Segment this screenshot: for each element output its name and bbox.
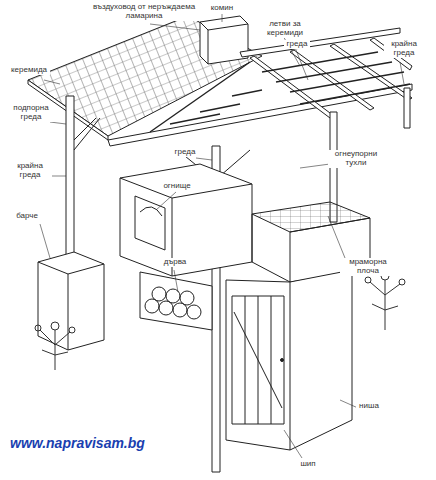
front-beam <box>108 84 412 146</box>
part-label: керемида <box>8 66 50 75</box>
part-label: летви за керемиди <box>262 20 308 38</box>
part-label: въздуховод от неръждаема ламарина <box>84 3 204 21</box>
part-label: огнище <box>160 182 194 191</box>
door <box>232 296 284 424</box>
part-label: огнеупорни тухли <box>328 150 384 168</box>
part-label: ниша <box>356 402 382 411</box>
bar <box>38 252 104 350</box>
part-label: крайна греда <box>8 162 52 180</box>
leader-lines <box>40 14 404 458</box>
firewood <box>145 287 201 319</box>
cabinet <box>226 270 352 450</box>
part-label: крайна греда <box>384 40 424 58</box>
part-label: барче <box>10 212 44 221</box>
marble-slab <box>252 202 370 232</box>
posts <box>66 88 410 472</box>
part-label: подпорна греда <box>8 104 54 122</box>
part-label: комин <box>205 4 239 13</box>
part-label: греда <box>172 148 198 157</box>
firebox <box>135 196 165 250</box>
part-label: греда <box>284 40 310 49</box>
plant <box>35 272 405 370</box>
brace <box>74 118 100 150</box>
part-label: шип <box>296 460 320 469</box>
chimney <box>200 16 248 64</box>
watermark: www.napravisam.bg <box>10 436 180 451</box>
battens <box>150 52 410 132</box>
barbecue <box>120 164 252 276</box>
part-label: мраморна плоча <box>340 258 396 276</box>
part-label: дърва <box>160 258 190 267</box>
